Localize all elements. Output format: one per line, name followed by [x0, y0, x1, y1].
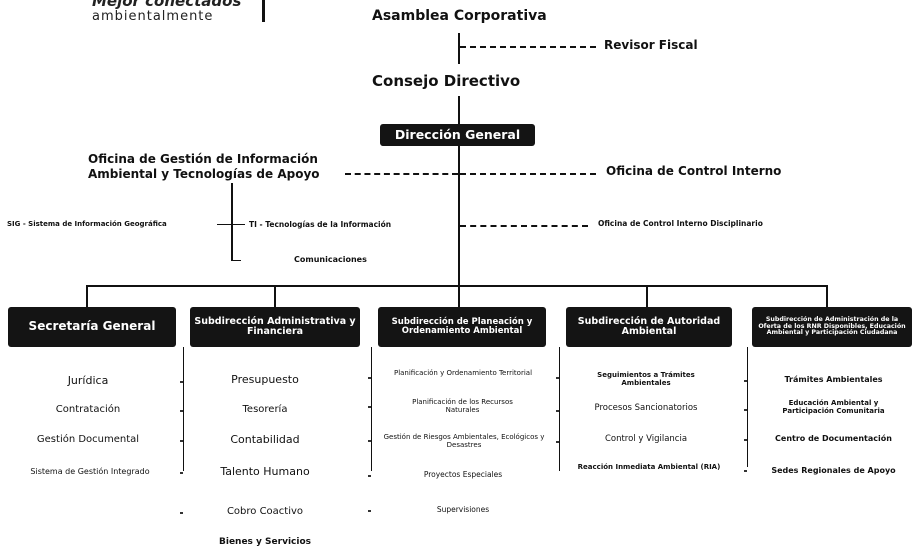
list-item: Planificación y Ordenamiento Territorial [393, 369, 533, 377]
list-item: Presupuesto [231, 373, 299, 386]
list-item: Reacción Inmediata Ambiental (RIA) [577, 463, 721, 471]
oficina-control-disciplinario: Oficina de Control Interno Disciplinario [598, 219, 763, 228]
revisor-connector [460, 46, 596, 48]
oficina-control-interno: Oficina de Control Interno [606, 164, 782, 178]
gestion-info-branch [231, 183, 233, 261]
list-item: Gestión de Riesgos Ambientales, Ecológic… [383, 433, 545, 450]
tick [180, 512, 183, 514]
list-item: Tesorería [242, 404, 288, 415]
list-item: Talento Humano [220, 465, 310, 478]
tick [556, 441, 559, 443]
department-bus [86, 285, 828, 287]
logo-subline: ambientalmente [92, 9, 214, 24]
dept-secretaria-general: Secretaría General [8, 307, 176, 347]
logo-tagline: Mejor conectados [92, 0, 242, 10]
tick [368, 475, 371, 477]
tick [744, 380, 747, 382]
asamblea-corporativa: Asamblea Corporativa [372, 8, 547, 24]
list-item: Jurídica [67, 374, 109, 387]
comunicaciones-connector [231, 260, 241, 261]
drop-dept-4 [646, 285, 648, 307]
sig-connector [217, 224, 231, 225]
tick [744, 439, 747, 441]
tick [368, 377, 371, 379]
dept-autoridad-ambiental: Subdirección de Autoridad Ambiental [566, 307, 732, 347]
oficina-gestion-info-line2: Ambiental y Tecnologías de Apoyo [88, 167, 320, 181]
list-item: Planificación de los Recursos Naturales [412, 398, 513, 415]
list-item: Seguimientos a Trámites Ambientales [597, 371, 695, 388]
list-item: Supervisiones [436, 505, 490, 514]
dept-planeacion-ordenamiento: Subdirección de Planeación y Ordenamient… [378, 307, 546, 347]
list-item: Contabilidad [230, 433, 300, 446]
main-spine [458, 146, 460, 286]
comunicaciones-unit: Comunicaciones [294, 255, 367, 264]
tick [180, 410, 183, 412]
tick [556, 377, 559, 379]
dept2-rail [183, 347, 184, 471]
list-item: Centro de Documentación [775, 434, 892, 443]
drop-dept-5 [826, 285, 828, 307]
oficina-gestion-info: Oficina de Gestión de Información [88, 152, 318, 166]
tick [368, 510, 371, 512]
direccion-general: Dirección General [380, 124, 535, 146]
tick [556, 410, 559, 412]
tick [368, 406, 371, 408]
list-item: Sistema de Gestión Integrado [30, 467, 150, 476]
drop-dept-3 [458, 285, 460, 307]
control-disciplinario-connector [460, 225, 588, 227]
ti-unit: TI - Tecnologías de la Información [249, 220, 392, 229]
sig-unit: SIG - Sistema de Información Geográfica [7, 220, 167, 228]
list-item: Gestión Documental [36, 434, 140, 445]
ti-connector [233, 224, 245, 225]
dept-administracion-oferta: Subdirección de Administración de la Ofe… [752, 307, 912, 347]
tick [180, 472, 183, 474]
revisor-fiscal: Revisor Fiscal [604, 38, 698, 52]
dept5-rail [747, 347, 748, 467]
list-item: Procesos Sancionatorios [594, 403, 698, 413]
list-item: Bienes y Servicios [219, 537, 311, 547]
drop-dept-1 [86, 285, 88, 307]
tick [368, 440, 371, 442]
dept3-rail [371, 347, 372, 471]
list-item: Control y Vigilancia [604, 434, 688, 444]
tick [744, 470, 747, 472]
list-item: Contratación [55, 404, 121, 415]
list-item: Educación Ambiental y Participación Comu… [782, 399, 885, 416]
logo-bar [262, 0, 265, 22]
tick [744, 409, 747, 411]
list-item: Trámites Ambientales [784, 375, 883, 384]
list-item: Sedes Regionales de Apoyo [771, 466, 896, 475]
consejo-directivo: Consejo Directivo [372, 72, 521, 90]
spine-2 [458, 96, 460, 124]
gestion-info-connector [345, 173, 458, 175]
drop-dept-2 [274, 285, 276, 307]
dept-administrativa-financiera: Subdirección Administrativa y Financiera [190, 307, 360, 347]
tick [180, 440, 183, 442]
list-item: Proyectos Especiales [423, 470, 503, 479]
spine-1 [458, 33, 460, 64]
dept4-rail [559, 347, 560, 471]
control-interno-connector [460, 173, 596, 175]
tick [180, 381, 183, 383]
list-item: Cobro Coactivo [226, 506, 304, 517]
